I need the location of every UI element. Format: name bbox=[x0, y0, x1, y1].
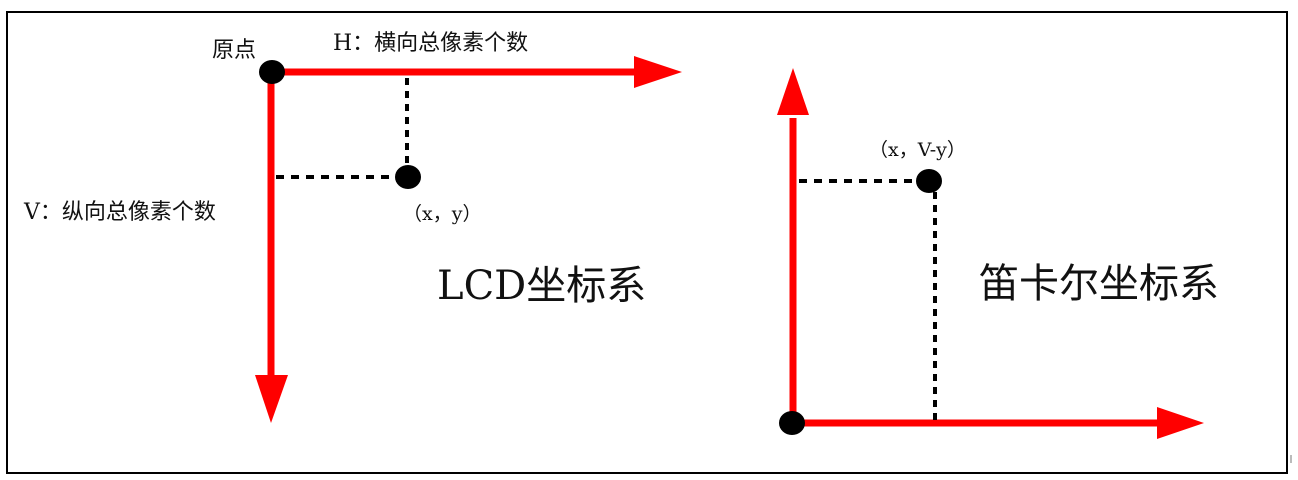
cartesian-x-arrowhead-icon bbox=[1157, 407, 1204, 439]
corner-mark bbox=[1290, 455, 1292, 463]
cartesian-point-dot bbox=[916, 169, 942, 193]
lcd-origin-dot bbox=[259, 60, 285, 84]
cartesian-origin-dot bbox=[779, 411, 805, 435]
v-axis-label: V：纵向总像素个数 bbox=[24, 200, 216, 225]
cartesian-point-label: （x，V-y） bbox=[869, 139, 966, 161]
lcd-coordinate-system bbox=[255, 56, 682, 423]
diagram-frame bbox=[6, 11, 1288, 474]
lcd-title: LCD坐标系 bbox=[437, 263, 647, 309]
lcd-v-arrowhead-icon bbox=[255, 375, 288, 423]
lcd-point-dot bbox=[395, 165, 421, 189]
h-axis-label: H：横向总像素个数 bbox=[333, 31, 529, 56]
lcd-point-label: （x，y） bbox=[403, 203, 482, 225]
cartesian-coordinate-system bbox=[777, 68, 1204, 439]
lcd-h-arrowhead-icon bbox=[634, 56, 682, 88]
cartesian-title: 笛卡尔坐标系 bbox=[979, 261, 1219, 307]
cartesian-y-arrowhead-icon bbox=[777, 68, 809, 115]
origin-label: 原点 bbox=[212, 38, 257, 63]
